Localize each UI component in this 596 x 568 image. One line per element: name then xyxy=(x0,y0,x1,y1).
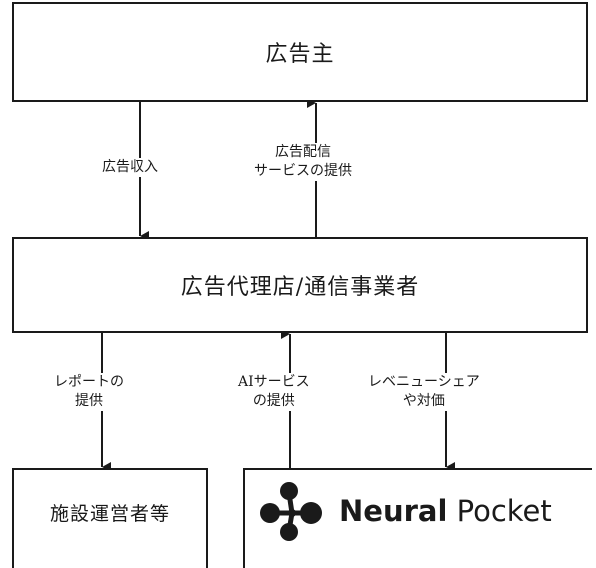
facility-operator-label: 施設運営者等 xyxy=(49,502,170,525)
edge-label-ai-service-provision: AIサービス の提供 xyxy=(236,373,312,411)
advertiser-node: 広告主 xyxy=(12,2,588,102)
edge-label-line: や対価 xyxy=(402,393,445,409)
neural-pocket-node: Neural Pocket xyxy=(243,468,592,568)
agency-node: 広告代理店/通信事業者 xyxy=(12,237,588,333)
edge-label-ad-delivery-service: 広告配信 サービスの提供 xyxy=(252,143,354,181)
neural-pocket-logo: Neural Pocket xyxy=(259,480,552,542)
logo-word-neural: Neural xyxy=(339,494,448,528)
agency-label: 広告代理店/通信事業者 xyxy=(180,275,420,300)
edge-label-line: 広告配信 xyxy=(275,144,331,160)
edge-label-line: 提供 xyxy=(75,393,103,409)
edge-label-line: AIサービス xyxy=(238,374,310,390)
edge-label-line: レポートの xyxy=(54,374,124,390)
advertiser-label: 広告主 xyxy=(265,42,335,67)
edge-label-ad-revenue: 広告収入 xyxy=(100,158,160,177)
neural-pocket-logo-mark-icon xyxy=(260,482,322,541)
edge-label-line: レベニューシェア xyxy=(368,374,480,390)
edge-label-line: サービスの提供 xyxy=(254,163,352,179)
edge-label-report-provision: レポートの 提供 xyxy=(52,373,126,411)
facility-operator-node: 施設運営者等 xyxy=(12,468,208,568)
logo-word-pocket: Pocket xyxy=(456,494,552,528)
edge-label-revenue-share: レベニューシェア や対価 xyxy=(366,373,482,411)
neural-pocket-logo-text: Neural Pocket xyxy=(339,494,552,528)
edge-label-line: の提供 xyxy=(252,393,295,409)
edge-label-line: 広告収入 xyxy=(102,159,158,175)
